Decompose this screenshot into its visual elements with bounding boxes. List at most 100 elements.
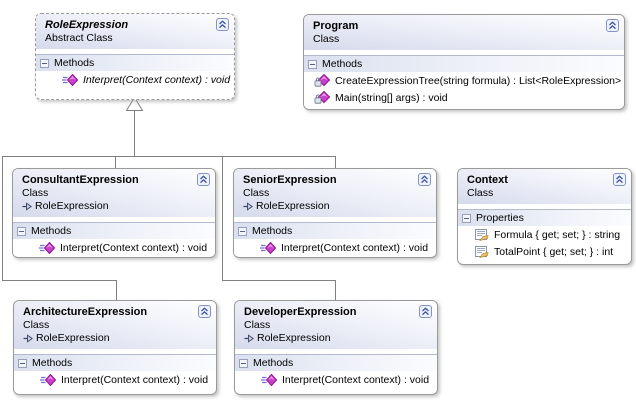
double-chevron-up-icon bbox=[616, 175, 623, 184]
double-chevron-up-icon bbox=[609, 21, 616, 30]
inherits-arrow-icon bbox=[243, 202, 253, 211]
inherits-arrow-icon bbox=[23, 334, 33, 343]
member-row[interactable]: Interpret(Context context) : void bbox=[14, 371, 216, 388]
class-header: Program Class bbox=[304, 15, 624, 50]
collapse-minus-icon[interactable] bbox=[17, 226, 26, 236]
private-static-method-icon bbox=[314, 91, 330, 104]
class-name: ArchitectureExpression bbox=[23, 306, 148, 318]
member-text: Interpret(Context context) : void bbox=[281, 241, 429, 254]
compartment-header-methods[interactable]: Methods bbox=[14, 354, 216, 371]
collapse-chevron-button[interactable] bbox=[418, 173, 431, 186]
method-icon bbox=[260, 241, 276, 254]
class-kind: Class bbox=[313, 33, 340, 45]
class-header: DeveloperExpression Class RoleExpression bbox=[235, 301, 437, 349]
class-name: Context bbox=[467, 174, 508, 186]
member-text: CreateExpressionTree(string formula) : L… bbox=[335, 74, 622, 87]
collapse-minus-icon[interactable] bbox=[462, 213, 471, 223]
method-icon bbox=[39, 241, 55, 254]
inheritance-connector-segment[interactable] bbox=[2, 156, 336, 157]
collapse-chevron-button[interactable] bbox=[613, 173, 626, 186]
inheritance-connector-segment[interactable] bbox=[335, 156, 336, 168]
class-header: SeniorExpression Class RoleExpression bbox=[234, 169, 436, 217]
header-body-gap bbox=[14, 349, 216, 354]
class-header: ArchitectureExpression Class RoleExpress… bbox=[14, 301, 216, 349]
property-icon bbox=[474, 228, 489, 241]
inheritance-connector-segment[interactable] bbox=[116, 280, 117, 300]
property-icon bbox=[474, 245, 489, 258]
inheritance-connector-segment[interactable] bbox=[222, 156, 223, 281]
compartment-label: Methods bbox=[31, 225, 72, 237]
inheritance-connector-segment[interactable] bbox=[222, 280, 336, 281]
class-header: RoleExpression Abstract Class bbox=[36, 14, 234, 49]
class-box-developerexpression[interactable]: DeveloperExpression Class RoleExpression… bbox=[234, 300, 438, 395]
inheritance-connector-segment[interactable] bbox=[134, 111, 135, 156]
base-class-row: RoleExpression bbox=[243, 200, 416, 213]
method-icon bbox=[40, 373, 56, 386]
inherits-arrow-icon bbox=[22, 202, 32, 211]
collapse-minus-icon[interactable] bbox=[239, 358, 248, 368]
compartment-header-methods[interactable]: Methods bbox=[235, 354, 437, 371]
member-row[interactable]: Formula { get; set; } : string bbox=[458, 226, 631, 243]
inheritance-connector-segment[interactable] bbox=[2, 156, 3, 281]
compartment-header-methods[interactable]: Methods bbox=[234, 222, 436, 239]
class-box-context[interactable]: Context Class Properties Formula { get; … bbox=[457, 168, 632, 265]
inheritance-triangle-arrowhead[interactable] bbox=[126, 97, 144, 112]
member-text: Formula { get; set; } : string bbox=[494, 228, 621, 241]
compartment-header-methods[interactable]: Methods bbox=[304, 55, 624, 72]
double-chevron-up-icon bbox=[201, 307, 208, 316]
member-row[interactable]: Main(string[] args) : void bbox=[304, 89, 624, 106]
member-text: Main(string[] args) : void bbox=[335, 91, 448, 104]
collapse-chevron-button[interactable] bbox=[216, 18, 229, 31]
inheritance-connector-segment[interactable] bbox=[115, 156, 116, 168]
class-header: ConsultantExpression Class RoleExpressio… bbox=[13, 169, 215, 217]
double-chevron-up-icon bbox=[200, 175, 207, 184]
collapse-minus-icon[interactable] bbox=[238, 226, 247, 236]
collapse-chevron-button[interactable] bbox=[198, 305, 211, 318]
member-text: Interpret(Context context) : void bbox=[61, 373, 209, 386]
compartment-label: Methods bbox=[54, 57, 95, 69]
inheritance-connector-segment[interactable] bbox=[335, 280, 336, 300]
compartment-label: Methods bbox=[253, 357, 294, 369]
collapse-minus-icon[interactable] bbox=[308, 59, 317, 69]
header-body-gap bbox=[234, 217, 436, 222]
collapse-chevron-button[interactable] bbox=[197, 173, 210, 186]
double-chevron-up-icon bbox=[421, 175, 428, 184]
compartment-header-methods[interactable]: Methods bbox=[13, 222, 215, 239]
member-row[interactable]: Interpret(Context context) : void bbox=[13, 239, 215, 256]
class-name: SeniorExpression bbox=[243, 174, 337, 186]
double-chevron-up-icon bbox=[219, 20, 226, 29]
inheritance-connector-segment[interactable] bbox=[2, 280, 116, 281]
compartment-label: Methods bbox=[322, 58, 363, 70]
collapse-minus-icon[interactable] bbox=[40, 58, 49, 68]
header-body-gap bbox=[235, 349, 437, 354]
compartment-header-properties[interactable]: Properties bbox=[458, 209, 631, 226]
compartment-header-methods[interactable]: Methods bbox=[36, 54, 234, 71]
class-kind: Abstract Class bbox=[45, 32, 113, 44]
class-kind: Class bbox=[23, 319, 50, 331]
class-header: Context Class bbox=[458, 169, 631, 204]
collapse-chevron-button[interactable] bbox=[606, 19, 619, 32]
member-row[interactable]: Interpret(Context context) : void bbox=[234, 239, 436, 256]
member-row[interactable]: CreateExpressionTree(string formula) : L… bbox=[304, 72, 624, 89]
base-class-row: RoleExpression bbox=[23, 332, 196, 345]
class-box-architectureexpression[interactable]: ArchitectureExpression Class RoleExpress… bbox=[13, 300, 217, 395]
collapse-minus-icon[interactable] bbox=[18, 358, 27, 368]
base-class-name: RoleExpression bbox=[36, 332, 110, 344]
class-box-program[interactable]: Program Class Methods CreateExpressionTr… bbox=[303, 14, 625, 110]
member-row[interactable]: Interpret(Context context) : void bbox=[36, 71, 234, 88]
base-class-row: RoleExpression bbox=[22, 200, 195, 213]
member-row[interactable]: TotalPoint { get; set; } : int bbox=[458, 243, 631, 260]
member-text: Interpret(Context context) : void bbox=[83, 73, 231, 86]
class-box-consultantexpression[interactable]: ConsultantExpression Class RoleExpressio… bbox=[12, 168, 216, 258]
private-static-method-icon bbox=[314, 74, 330, 87]
base-class-name: RoleExpression bbox=[35, 200, 109, 212]
member-text: Interpret(Context context) : void bbox=[282, 373, 430, 386]
class-box-seniorexpression[interactable]: SeniorExpression Class RoleExpression Me… bbox=[233, 168, 437, 258]
collapse-chevron-button[interactable] bbox=[419, 305, 432, 318]
compartment-label: Methods bbox=[252, 225, 293, 237]
header-body-gap bbox=[304, 50, 624, 55]
class-kind: Class bbox=[244, 319, 271, 331]
member-row[interactable]: Interpret(Context context) : void bbox=[235, 371, 437, 388]
class-box-roleexpression[interactable]: RoleExpression Abstract Class Methods In… bbox=[35, 13, 235, 100]
